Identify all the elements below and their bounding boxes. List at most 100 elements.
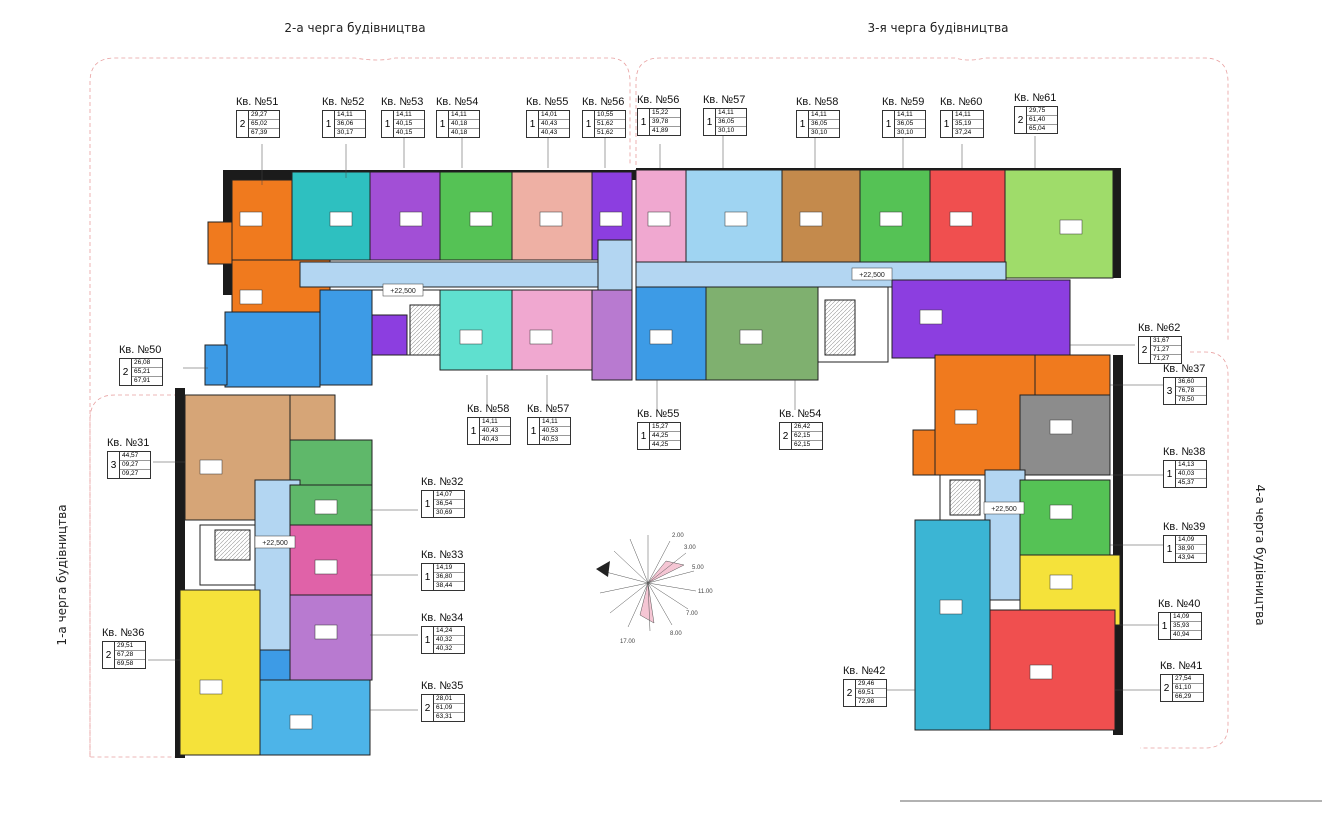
area-value: 40,32: [436, 645, 453, 652]
apartment-number: Кв. №37: [1163, 363, 1206, 375]
apartment-38: [1019, 394, 1111, 476]
phase-1-boundary: [89, 394, 185, 758]
room-count: 1: [422, 564, 434, 590]
room-count: 1: [437, 111, 449, 137]
elevation-label-phase-1: +22,500: [262, 540, 288, 547]
apartment-number: Кв. №54: [436, 96, 479, 108]
room-count: 1: [382, 111, 394, 137]
area-value: 40,53: [542, 436, 559, 443]
room-count: 1: [883, 111, 895, 137]
wind-rose-label: 17.00: [620, 639, 636, 645]
area-value: 30,17: [337, 129, 354, 136]
room-count: 1: [468, 418, 480, 444]
area-value: 36,54: [434, 500, 464, 509]
area-value: 14,11: [449, 111, 479, 120]
area-value: 40,18: [449, 120, 479, 129]
apartment-number: Кв. №42: [843, 665, 886, 677]
apartment-number: Кв. №61: [1014, 92, 1057, 104]
area-value: 61,09: [434, 704, 464, 713]
wing-phase-1: [179, 394, 373, 756]
area-value: 38,44: [436, 582, 453, 589]
area-value: 26,08: [132, 359, 162, 368]
apartment-62: [891, 279, 1071, 359]
room-count: 1: [1164, 536, 1176, 562]
room-count: 1: [422, 627, 434, 653]
room-count: 1: [1159, 613, 1171, 639]
area-value: 26,42: [792, 423, 822, 432]
area-value: 14,24: [434, 627, 464, 636]
apartment-number: Кв. №62: [1138, 322, 1181, 334]
area-value: 38,90: [1176, 545, 1206, 554]
area-value: 09,27: [120, 461, 150, 470]
area-value: 14,13: [1176, 461, 1206, 470]
area-value: 45,37: [1178, 479, 1195, 486]
phase-2-title: 2-а черга будівництва: [284, 21, 425, 35]
room-count: 2: [422, 695, 434, 721]
apartment-number: Кв. №54: [779, 408, 822, 420]
area-value: 36,05: [895, 120, 925, 129]
area-value: 14,11: [953, 111, 983, 120]
area-value: 40,18: [451, 129, 468, 136]
furniture: [199, 211, 1083, 730]
area-value: 40,43: [539, 120, 569, 129]
area-value: 66,29: [1175, 693, 1192, 700]
area-value: 10,55: [595, 111, 625, 120]
area-value: 65,21: [132, 368, 162, 377]
area-value: 35,93: [1171, 622, 1201, 631]
area-value: 63,31: [436, 713, 453, 720]
area-value: 40,15: [394, 120, 424, 129]
wind-rose-label: 5.00: [692, 565, 704, 571]
area-value: 69,58: [117, 660, 134, 667]
apartment-number: Кв. №40: [1158, 598, 1201, 610]
area-value: 14,11: [809, 111, 839, 120]
area-value: 72,98: [858, 698, 875, 705]
corridor-phase-4: [984, 469, 1026, 601]
apartment-50: [224, 311, 321, 388]
phase-1-title: 1-а черга будівництва: [55, 504, 69, 645]
room-count: 2: [1139, 337, 1151, 363]
area-value: 14,11: [394, 111, 424, 120]
room-count: 3: [1164, 378, 1176, 404]
area-value: 36,05: [716, 118, 746, 127]
apartment-number: Кв. №32: [421, 476, 464, 488]
apartment-number: Кв. №50: [119, 344, 162, 356]
area-value: 65,04: [1029, 125, 1046, 132]
area-value: 29,75: [1027, 107, 1057, 116]
room-count: 3: [108, 452, 120, 478]
area-value: 61,40: [1027, 116, 1057, 125]
apartment-number: Кв. №35: [421, 680, 464, 692]
area-value: 44,25: [652, 441, 669, 448]
room-count: 1: [704, 109, 716, 135]
area-value: 14,11: [480, 418, 510, 427]
area-value: 14,11: [540, 418, 570, 427]
room-count: 2: [103, 642, 115, 668]
area-value: 36,60: [1176, 378, 1206, 387]
